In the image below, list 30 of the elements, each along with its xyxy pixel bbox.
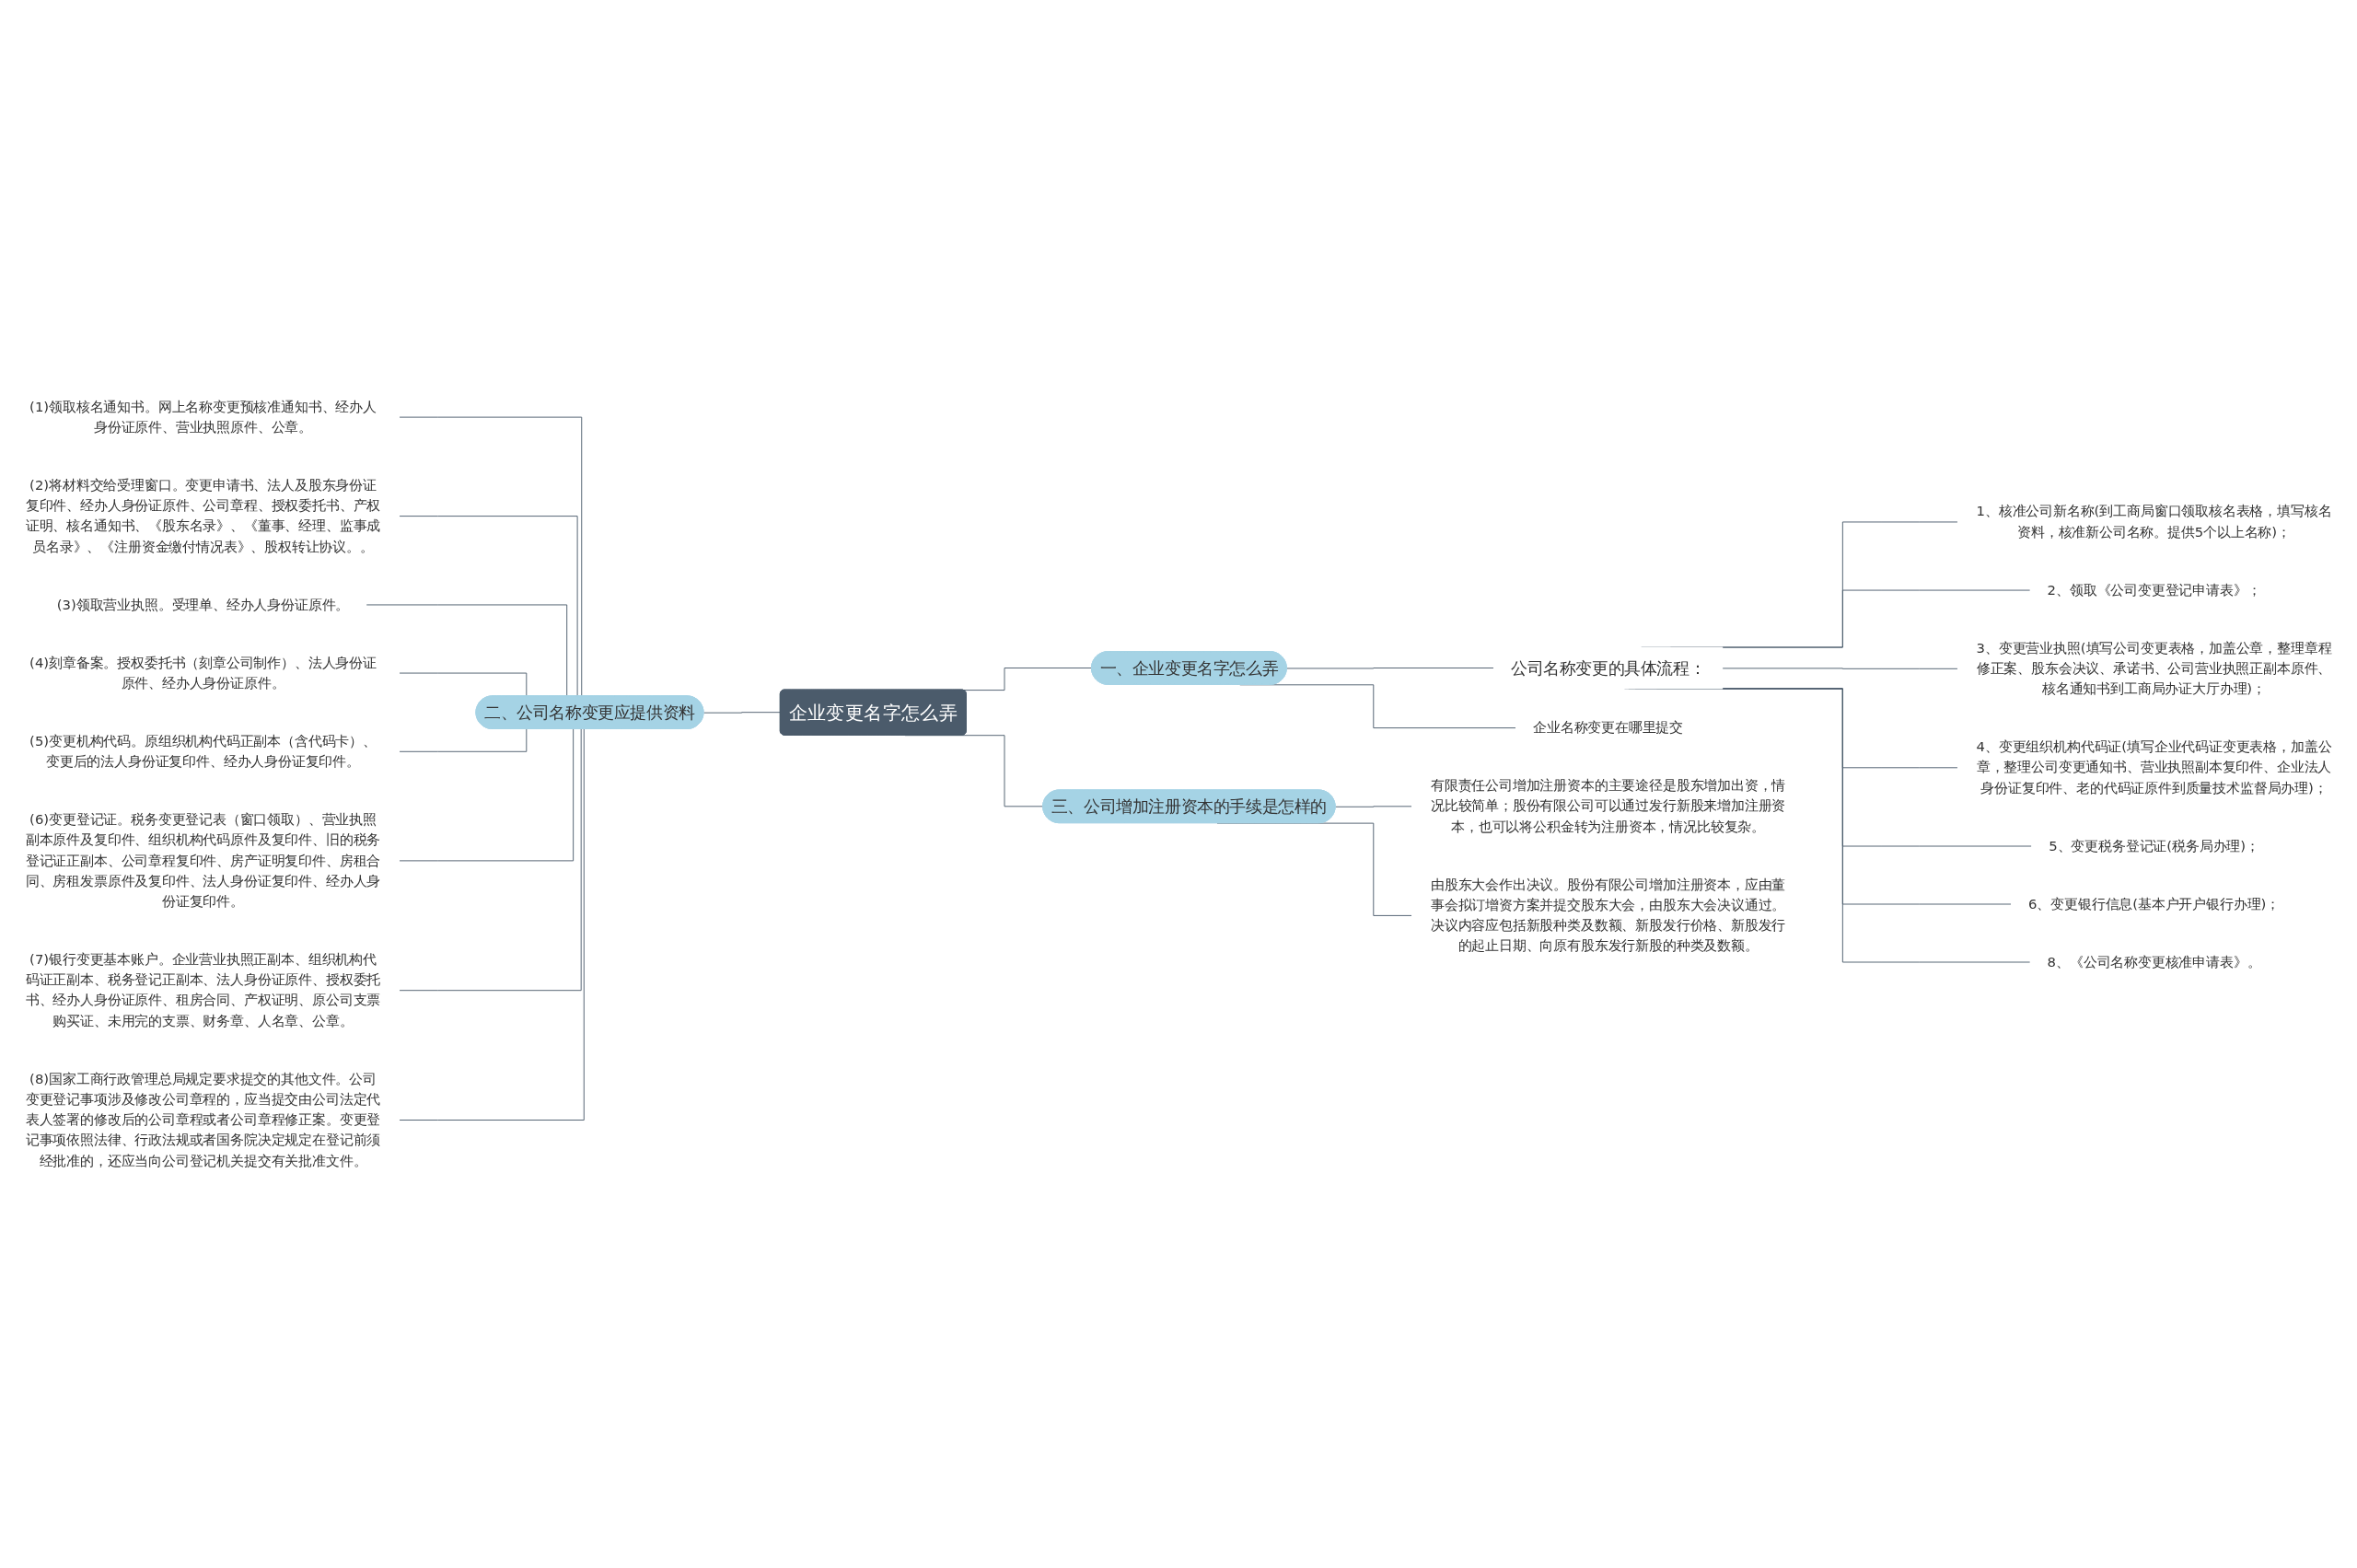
node-text: 2、领取《公司变更登记申请表》；: [2047, 581, 2261, 598]
node-text: (4)刻章备案。授权委托书（刻章公司制作）、法人身份证原件、经办人身份证原件。: [29, 654, 377, 691]
connector: [1722, 668, 1958, 669]
node-text: (3)领取营业执照。受理单、经办人身份证原件。: [56, 596, 350, 613]
connector: [702, 712, 782, 714]
connector: [399, 728, 528, 752]
connector: [399, 672, 528, 697]
connector: [1286, 668, 1494, 669]
connector: [399, 728, 575, 862]
node-text: 5、变更税务登记证(税务局办理)；: [2049, 837, 2259, 854]
connector: [399, 416, 583, 697]
connector: [366, 604, 568, 697]
node-text: (1)领取核名通知书。网上名称变更预核准通知书、经办人身份证原件、营业执照原件、公章。: [29, 398, 377, 436]
node-text: (8)国家工商行政管理总局规定要求提交的其他文件。公司变更登记事项涉及修改公司章程的，应当提交由公司法定代表人签署的修改后的公司章程或者公司章程修正案。变更登记事项依照法律、行政法规或者国务院决定规定在登记前须经批准的，还应当向公司登记机关提交有关批准文件。: [25, 1070, 381, 1169]
connector: [399, 728, 582, 992]
node-text: 有限责任公司增加注册资本的主要途径是股东增加出资，情况比较简单；股份有限公司可以通过发行新股来增加注册资本，也可以将公积金转为注册资本，情况比较复杂。: [1430, 777, 1786, 835]
node-text: (5)变更机构代码。原组织机构代码正副本（含代码卡）、变更后的法人身份证复印件、经办人身份证复印件。: [29, 732, 377, 770]
node-text: (6)变更登记证。税务变更登记表（窗口领取）、营业执照副本原件及复印件、组织机构代码原件及复印件、旧的税务登记证正副本、公司章程复印件、房产证明复印件、房租合同、房租发票原件及复印件、法人身份证复印件、经办人身份证复印件。: [25, 811, 381, 910]
node-text: (7)银行变更基本账户。企业营业执照正副本、组织机构代码证正副本、税务登记正副本、法人身份证原件、授权委托书、经办人身份证原件、租房合同、产权证明、原公司支票购买证、未用完的支票、财务章、人名章、公章。: [25, 951, 381, 1029]
node-text: 8、《公司名称变更核准申请表》。: [2047, 953, 2261, 970]
node-text: 由股东大会作出决议。股份有限公司增加注册资本，应由董事会拟订增资方案并提交股东大会，由股东大会决议通过。决议内容应包括新股种类及数额、新股发行价格、新股发行的起止日期、向原有股东发行新股的种类及数额。: [1430, 876, 1786, 955]
connector: [399, 516, 578, 697]
node-text: 3、变更营业执照(填写公司变更表格，加盖公章，整理章程修正案、股东会决议、承诺书、公司营业执照正副本原件、核名通知书到工商局办证大厅办理)；: [1976, 639, 2332, 697]
node-text: 4、变更组织机构代码证(填写企业代码证变更表格，加盖公章，整理公司变更通知书、营业执照副本复印件、企业法人身份证复印件、老的代码证原件到质量技术监督局办理)；: [1976, 738, 2332, 796]
node-text: 企业名称变更在哪里提交: [1533, 719, 1684, 736]
connector: [399, 728, 585, 1121]
node-text: (2)将材料交给受理窗口。变更申请书、法人及股东身份证复印件、经办人身份证原件、公司章程、授权委托书、产权证明、核名通知书、《股东名录》、《董事、经理、监事成员名录》、《注册资金缴付情况表》、股权转让协议。。: [25, 476, 381, 555]
node-text: 6、变更银行信息(基本户开户银行办理)；: [2028, 895, 2280, 912]
node-text: 1、核准公司新名称(到工商局窗口领取核名表格，填写核名资料，核准新公司名称。提供5个以上名称)；: [1976, 503, 2332, 540]
connector: [1335, 806, 1412, 807]
